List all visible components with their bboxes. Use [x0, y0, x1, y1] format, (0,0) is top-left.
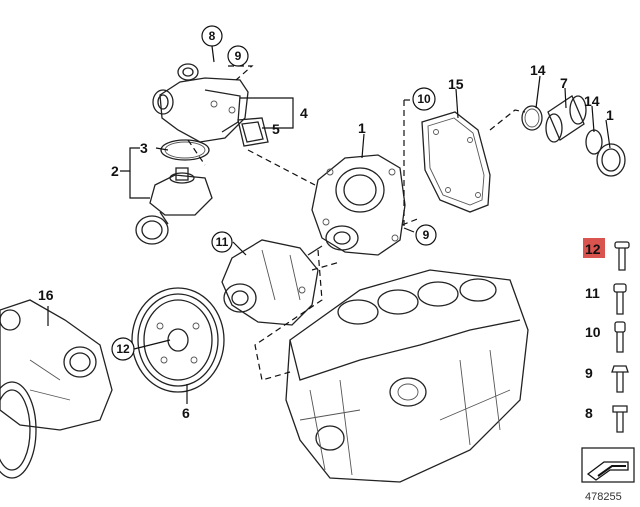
bolt-icon-11 — [613, 283, 627, 315]
water-pump-part[interactable] — [307, 154, 406, 256]
callout-12-circle — [111, 337, 135, 361]
pump-bracket-part[interactable] — [221, 239, 319, 326]
pump-gasket-part[interactable] — [421, 111, 491, 213]
callout-4[interactable]: 4 — [300, 105, 308, 121]
legend-label-8[interactable]: 8 — [585, 405, 593, 421]
callout-12[interactable]: 12 — [116, 342, 130, 356]
pulley-part[interactable] — [131, 287, 225, 393]
callout-7[interactable]: 7 — [560, 75, 568, 91]
callout-1[interactable]: 1 — [358, 120, 366, 136]
callout-9-circle — [227, 45, 249, 67]
callout-14-right[interactable]: 14 — [584, 93, 600, 109]
diagram-arrow-icon — [581, 447, 635, 483]
bolt-icon-8 — [612, 405, 628, 433]
gasket-part[interactable] — [237, 117, 269, 147]
legend-label-11[interactable]: 11 — [585, 285, 600, 301]
legend-label-10[interactable]: 10 — [585, 324, 601, 340]
callout-9-top[interactable]: 9 — [235, 49, 242, 63]
callout-11-circle — [211, 231, 233, 253]
bolt-legend: 12 11 10 9 8 — [581, 238, 635, 483]
bolt-icon-10 — [614, 321, 626, 353]
callout-3[interactable]: 3 — [140, 140, 148, 156]
callout-11[interactable]: 11 — [216, 235, 229, 249]
thermostat-part[interactable] — [135, 167, 213, 245]
diagram-id: 478255 — [585, 491, 622, 503]
callout-14-top[interactable]: 14 — [530, 62, 546, 78]
legend-label-12[interactable]: 12 — [585, 241, 601, 257]
thermostat-housing-part[interactable] — [152, 63, 249, 143]
callout-1-pipe[interactable]: 1 — [606, 107, 614, 123]
water-pump-assembly-part[interactable] — [0, 299, 113, 479]
engine-block-part[interactable] — [285, 269, 529, 483]
callout-15[interactable]: 15 — [448, 76, 464, 92]
legend-highlight-12 — [583, 238, 605, 258]
callout-5[interactable]: 5 — [272, 121, 280, 137]
bolt-icon-9 — [611, 365, 629, 393]
callout-9b-circle — [415, 224, 437, 246]
callout-8[interactable]: 8 — [209, 29, 216, 43]
callout-10-circle — [412, 87, 436, 111]
o-ring-part[interactable] — [160, 139, 210, 161]
callout-2[interactable]: 2 — [111, 163, 119, 179]
callout-10[interactable]: 10 — [417, 92, 431, 106]
bolt-icon-12 — [614, 241, 630, 271]
legend-label-9[interactable]: 9 — [585, 365, 593, 381]
callout-8-circle — [201, 25, 223, 47]
callout-16[interactable]: 16 — [38, 287, 54, 303]
callout-9-pump[interactable]: 9 — [423, 228, 430, 242]
callout-6[interactable]: 6 — [182, 405, 190, 421]
